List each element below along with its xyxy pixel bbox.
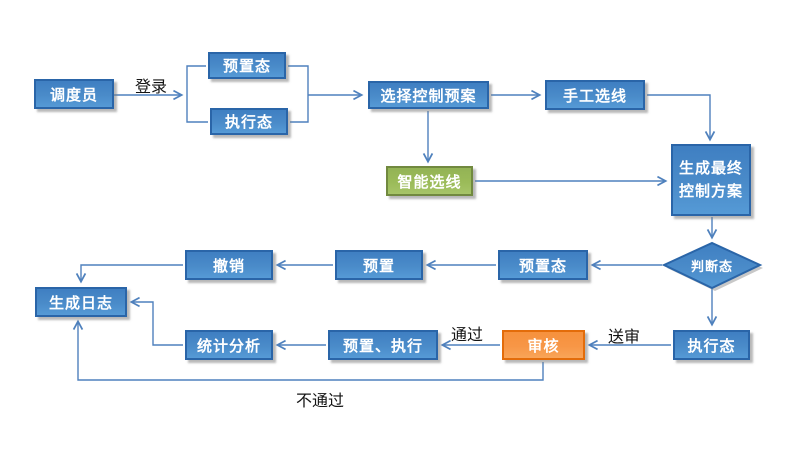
node-gen-log: 生成日志: [35, 287, 127, 317]
node-smart-line: 智能选线: [386, 166, 473, 196]
node-preset-state-mid: 预置态: [498, 250, 588, 280]
connector-split-bracket: [186, 65, 208, 123]
node-judge-state-label: 判断态: [690, 259, 733, 274]
judge-state-diamond: [661, 241, 763, 290]
node-dispatcher: 调度员: [34, 79, 114, 109]
connector-review-fail-to-gen-log: [72, 319, 544, 381]
node-preset-state-top: 预置态: [208, 52, 286, 79]
connector-stats-to-gen-log: [129, 296, 183, 346]
node-manual-line: 手工选线: [545, 80, 645, 110]
node-revoke: 撤销: [185, 250, 273, 280]
node-stats: 统计分析: [185, 330, 273, 360]
node-exec-state-bottom: 执行态: [673, 330, 750, 360]
edge-label-submit: 送审: [607, 329, 640, 346]
node-select-plan: 选择控制预案: [368, 81, 489, 109]
edge-label-pass: 通过: [450, 327, 483, 344]
edge-label-login: 登录: [134, 79, 167, 96]
node-preset-exec: 预置、执行: [328, 330, 438, 360]
node-exec-state-top: 执行态: [210, 108, 288, 135]
node-final-scheme: 生成最终控制方案: [671, 144, 751, 216]
edge-label-fail: 不通过: [295, 393, 344, 410]
connector-revoke-to-gen-log: [75, 264, 183, 284]
connector-merge-bracket: [288, 65, 309, 123]
node-preset: 预置: [335, 250, 423, 280]
node-review: 审核: [502, 330, 585, 360]
connector-manual-line-to-final-scheme: [647, 94, 716, 142]
